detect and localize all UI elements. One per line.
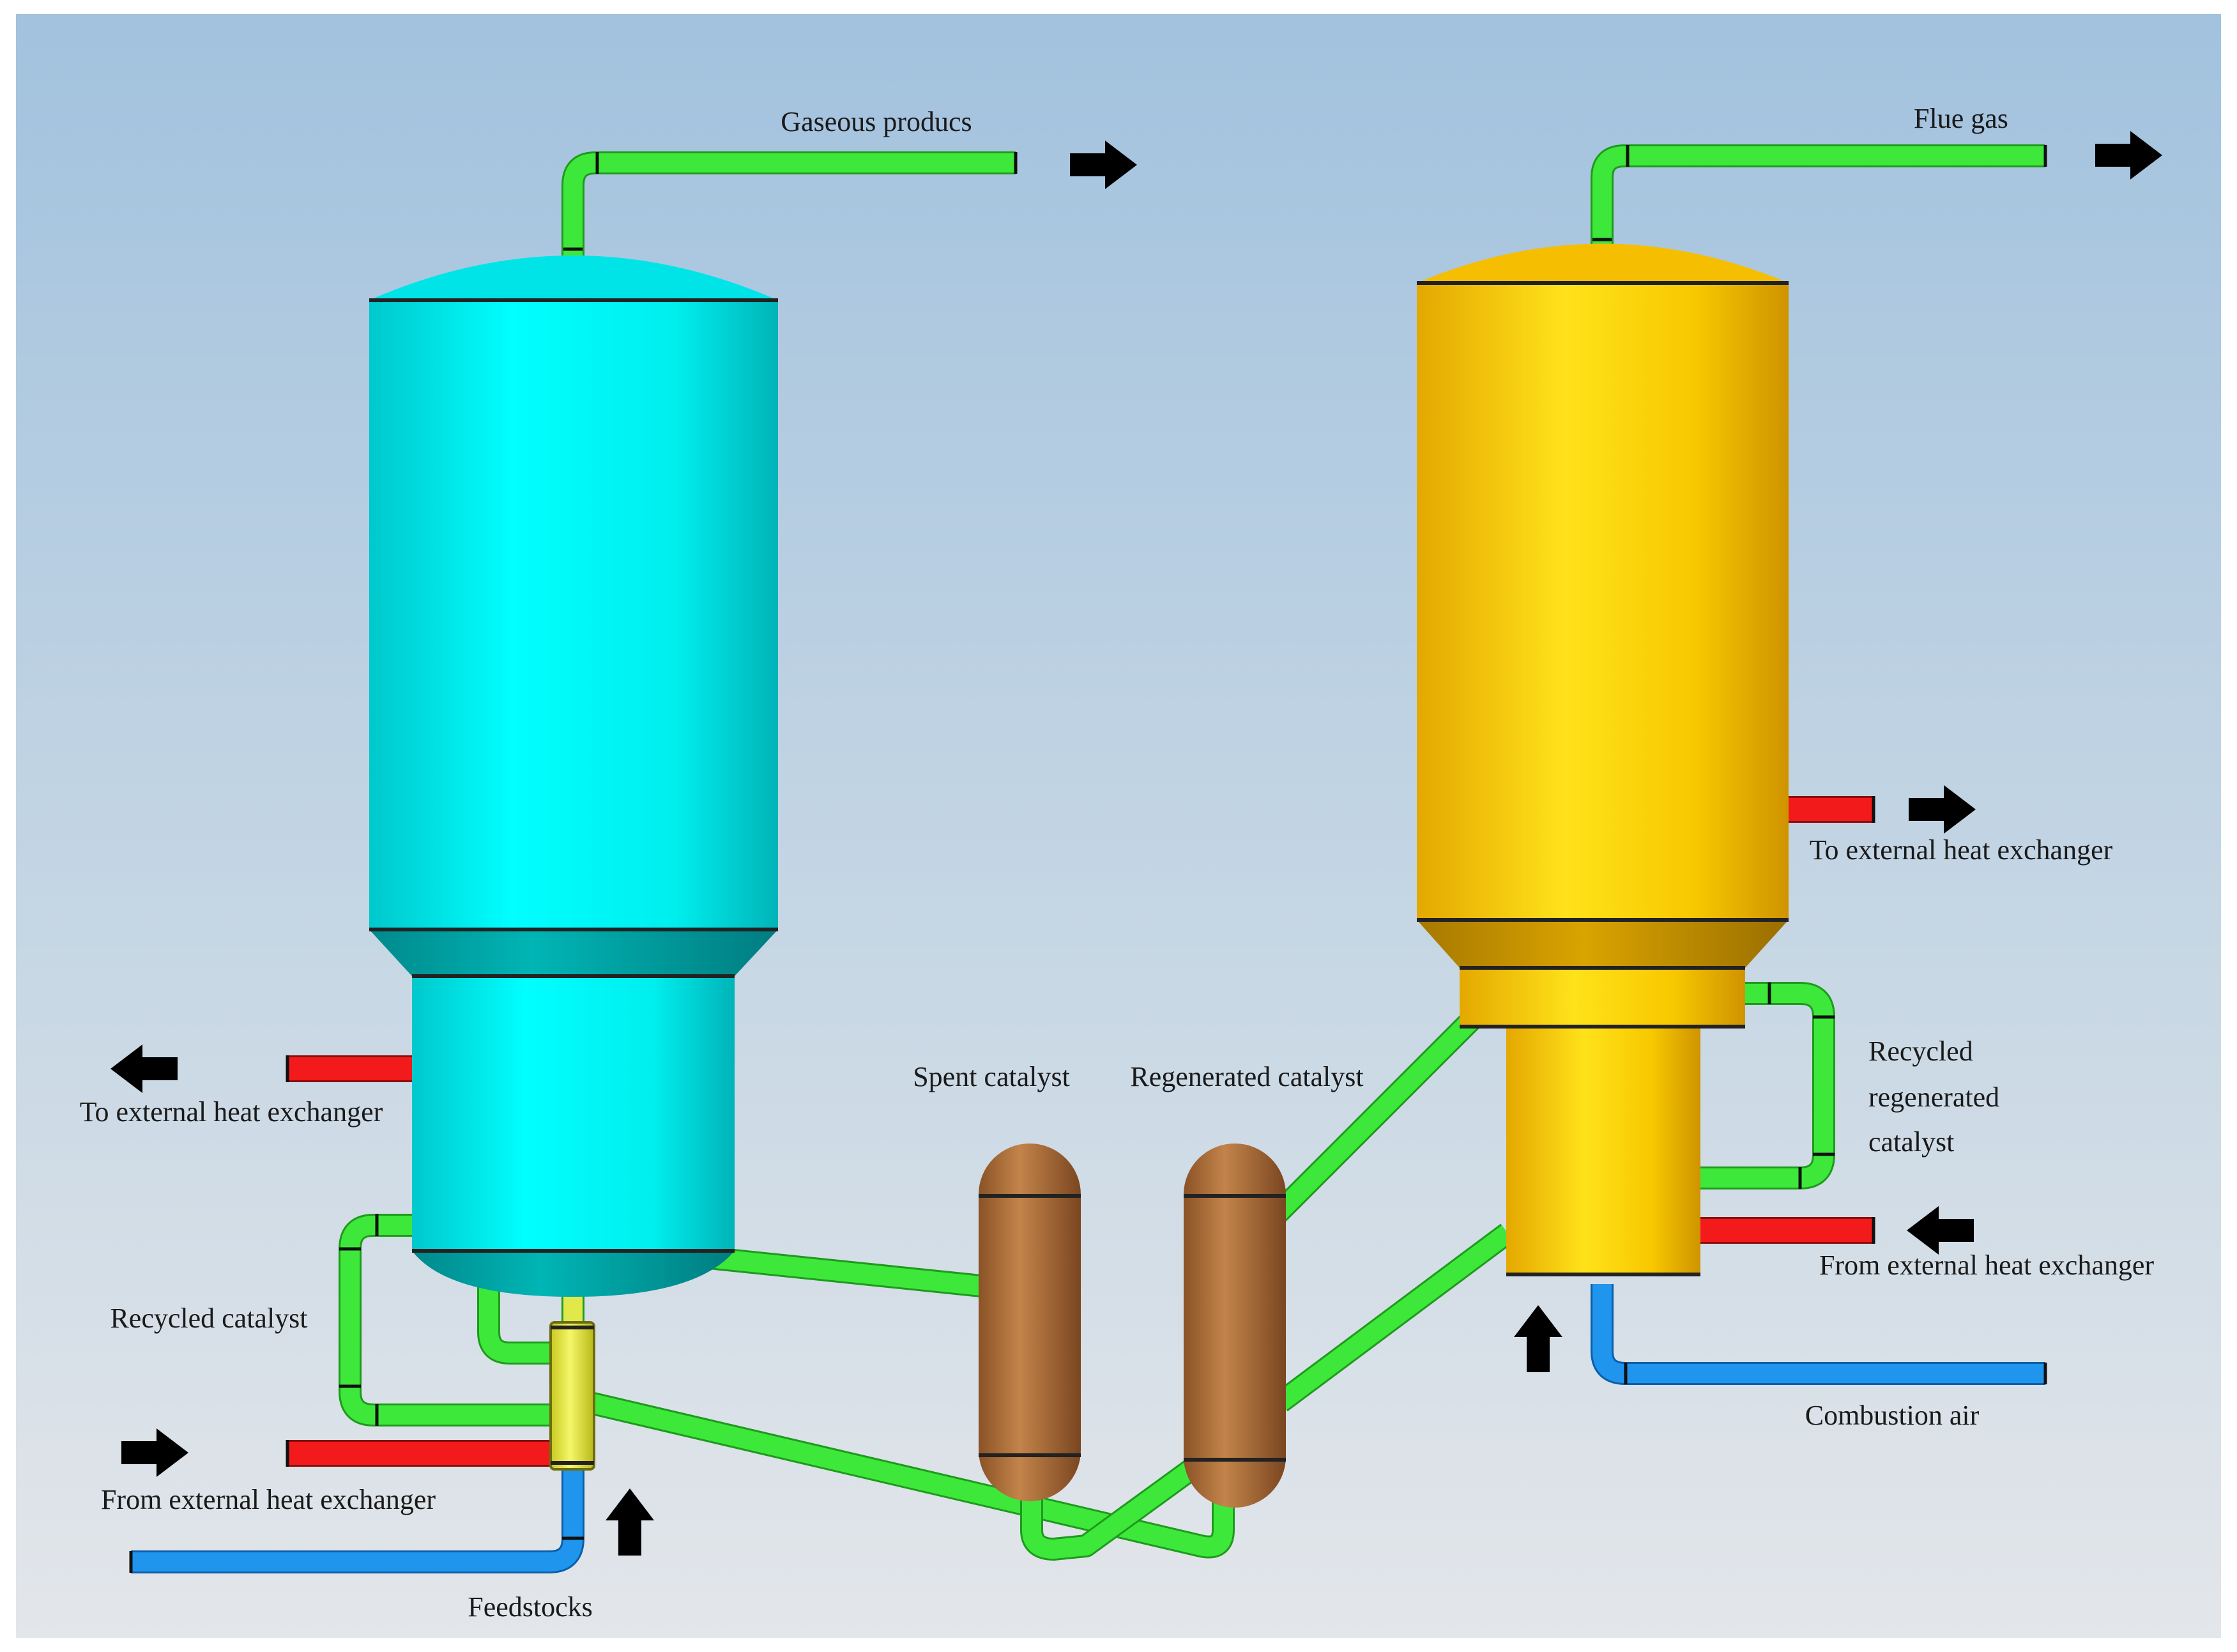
label-recycled-regenerated-3: catalyst (1868, 1126, 1954, 1158)
arrow-right-icon (2095, 131, 2162, 180)
heat-exchanger-pipes (286, 796, 1875, 1467)
label-recycled-regenerated-2: regenerated (1868, 1082, 1999, 1113)
label-gaseous-products: Gaseous producs (781, 106, 972, 137)
label-flue-gas: Flue gas (1914, 103, 2008, 134)
arrow-up-icon (1514, 1305, 1562, 1372)
label-recycled-regenerated-1: Recycled (1868, 1036, 1973, 1067)
label-recycled-catalyst: Recycled catalyst (110, 1303, 307, 1334)
label-to-heat-exchanger-right: To external heat exchanger (1810, 834, 2113, 866)
label-feedstocks: Feedstocks (468, 1591, 593, 1623)
flow-arrows (111, 131, 2162, 1556)
label-to-heat-exchanger-left: To external heat exchanger (80, 1096, 383, 1128)
label-from-heat-exchanger-right: From external heat exchanger (1819, 1250, 2154, 1281)
feed-air-pipes (129, 1284, 2047, 1573)
arrow-left-icon (111, 1044, 178, 1093)
label-combustion-air: Combustion air (1805, 1400, 1980, 1431)
labels: Gaseous producs Flue gas To external hea… (80, 103, 2155, 1623)
label-spent-catalyst: Spent catalyst (913, 1061, 1070, 1092)
riser (549, 1321, 595, 1471)
arrow-right-icon (1070, 141, 1137, 189)
regenerator-vessel (1417, 243, 1789, 1276)
arrow-right-icon (121, 1428, 188, 1477)
label-regenerated-catalyst: Regenerated catalyst (1130, 1061, 1363, 1092)
arrow-up-icon (606, 1488, 654, 1556)
reactor-vessel (369, 256, 778, 1297)
regenerated-catalyst-vessel (1184, 1143, 1286, 1508)
label-from-heat-exchanger-left: From external heat exchanger (101, 1484, 436, 1515)
catalyst-pipes (339, 144, 2047, 1561)
arrow-right-icon (1909, 785, 1976, 834)
arrow-left-icon (1907, 1206, 1974, 1255)
spent-catalyst-vessel (979, 1143, 1081, 1501)
